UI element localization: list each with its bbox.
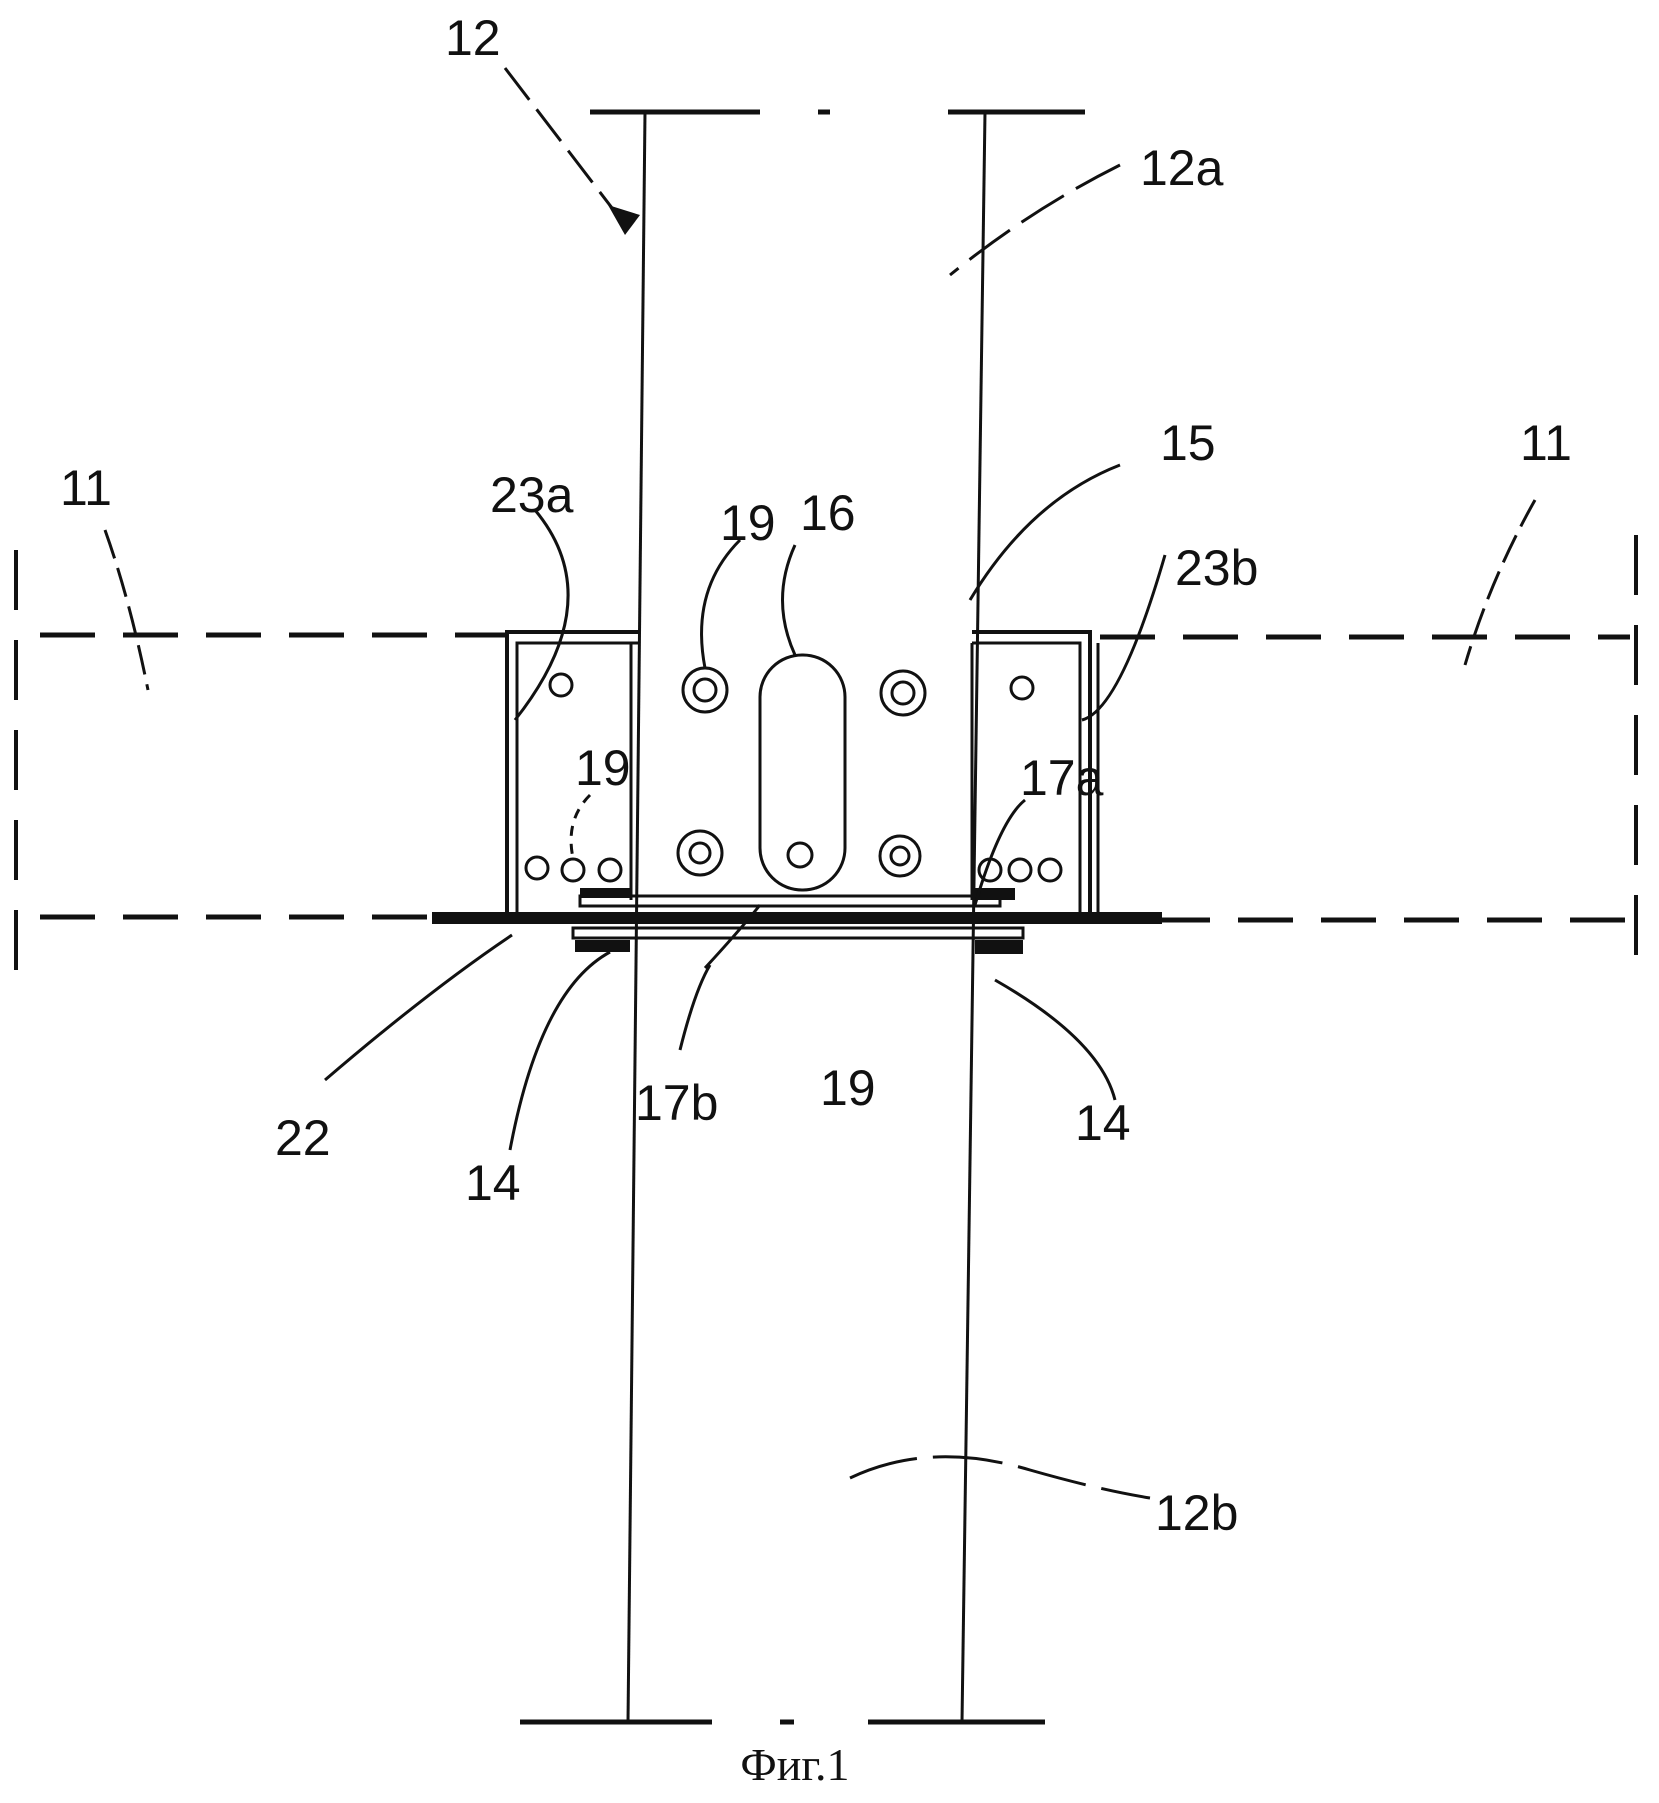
bolt-15-outer xyxy=(881,671,925,715)
leader-14-right xyxy=(995,980,1115,1100)
bracket-23b-hole-3 xyxy=(1039,859,1061,881)
leader-23a xyxy=(515,510,568,720)
leader-12a xyxy=(950,165,1120,275)
label-12: 12 xyxy=(445,10,501,66)
label-16: 16 xyxy=(800,485,856,541)
bolt-lower-right-inner xyxy=(891,847,909,865)
label-17a: 17a xyxy=(1020,750,1104,806)
label-14-left: 14 xyxy=(465,1155,521,1211)
bolt-lower-left-outer xyxy=(678,831,722,875)
bolt-19-top-outer xyxy=(683,668,727,712)
label-14-right: 14 xyxy=(1075,1095,1131,1151)
label-19-left: 19 xyxy=(575,740,631,796)
label-19-top: 19 xyxy=(720,495,776,551)
label-23b: 23b xyxy=(1175,540,1258,596)
shim-14-right xyxy=(975,940,1023,954)
plate-17a xyxy=(580,896,1000,906)
bracket-23a-hole-1 xyxy=(526,857,548,879)
leader-19-top xyxy=(702,540,740,668)
bracket-23a-hole-3 xyxy=(599,859,621,881)
shim-14-left xyxy=(575,940,630,952)
bolt-lower-right-outer xyxy=(880,836,920,876)
bracket-23b-hole-2 xyxy=(1009,859,1031,881)
label-12b: 12b xyxy=(1155,1485,1238,1541)
beams-11 xyxy=(16,535,1636,1000)
label-23a: 23a xyxy=(490,467,574,523)
plate-17b xyxy=(573,928,1023,938)
labels: 12 12a 12b 11 11 15 16 19 19 19 23a 23b … xyxy=(60,10,1572,1541)
web-bolts xyxy=(678,655,925,890)
leader-12-arrowhead xyxy=(608,205,640,235)
label-19-bottom: 19 xyxy=(820,1060,876,1116)
leader-12 xyxy=(505,68,625,225)
figure-caption: Фиг.1 xyxy=(740,1739,849,1790)
bolt-lower-left-inner xyxy=(690,843,710,863)
bolt-19-top-inner xyxy=(694,679,716,701)
slot-bolt xyxy=(788,843,812,867)
bracket-23a-hole-2 xyxy=(562,859,584,881)
leader-15 xyxy=(970,465,1120,600)
leader-11-left xyxy=(105,530,148,690)
label-12a: 12a xyxy=(1140,140,1224,196)
bolt-15-inner xyxy=(892,682,914,704)
leader-11-right xyxy=(1465,500,1535,665)
slot-16 xyxy=(760,655,845,890)
leader-16 xyxy=(783,545,796,655)
leaders xyxy=(105,68,1535,1498)
label-11-right: 11 xyxy=(1520,415,1572,471)
bracket-23a-hole-top xyxy=(550,674,572,696)
plates xyxy=(432,888,1162,954)
leader-17b xyxy=(680,965,710,1050)
label-11-left: 11 xyxy=(60,460,112,516)
upper-shim-left xyxy=(580,888,630,898)
leader-14-left xyxy=(510,952,610,1150)
bracket-23b-hole-top xyxy=(1011,677,1033,699)
leader-19-left xyxy=(571,795,590,858)
label-22: 22 xyxy=(275,1110,331,1166)
label-17b: 17b xyxy=(635,1075,718,1131)
leader-12b xyxy=(850,1457,1150,1498)
leader-22 xyxy=(325,935,512,1080)
label-15: 15 xyxy=(1160,415,1216,471)
